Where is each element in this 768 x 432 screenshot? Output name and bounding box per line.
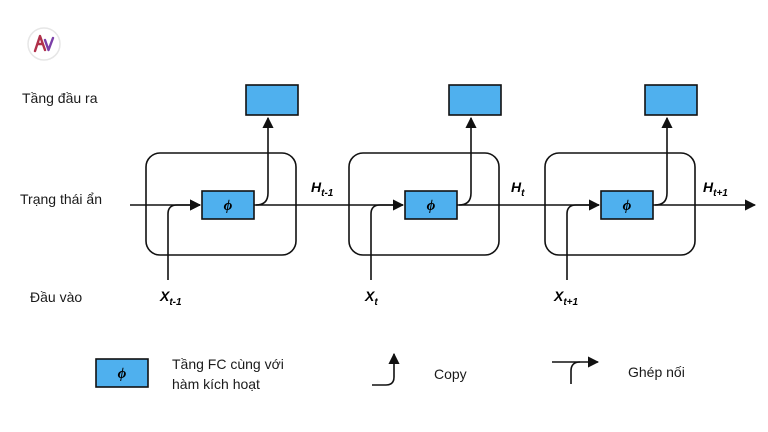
legend-copy-icon: [372, 352, 400, 386]
input-label-x1: Xt-1: [159, 288, 182, 308]
input-label: Đầu vào: [30, 289, 83, 305]
copy-arrow: [255, 116, 274, 206]
input-label-x2: Xt: [364, 288, 378, 308]
rnn-cell-frame: [145, 152, 297, 256]
timestep-cell: ϕ: [348, 84, 502, 280]
legend-fc-text: Tầng FC cùng với hàm kích hoạt: [172, 354, 284, 394]
legend-concat-text: Ghép nối: [628, 364, 685, 380]
hidden-state-label-h1: Ht-1: [311, 179, 334, 199]
output-layer-label: Tầng đầu ra: [22, 90, 98, 106]
phi-label: ϕ: [224, 198, 233, 214]
copy-arrow: [458, 116, 477, 206]
brand-logo-icon: [27, 27, 61, 61]
input-arrow: [370, 199, 405, 280]
legend: ϕ: [95, 352, 600, 388]
legend-fc-line1: Tầng FC cùng với: [172, 356, 284, 372]
input-arrow: [167, 199, 202, 280]
rnn-cell-frame: [348, 152, 500, 256]
timestep-cell: ϕ: [544, 84, 698, 280]
input-arrow: [566, 199, 601, 280]
phi-label: ϕ: [623, 198, 632, 214]
output-box: [644, 84, 698, 116]
legend-concat-icon: [570, 356, 600, 384]
output-box: [245, 84, 299, 116]
rnn-cell-frame: [544, 152, 696, 256]
hidden-state-label: Trạng thái ẩn: [20, 191, 102, 207]
hidden-state-label-h3: Ht+1: [703, 179, 728, 199]
timestep-cell: ϕ: [145, 84, 299, 280]
legend-fc-box: [95, 358, 149, 388]
legend-fc-line2: hàm kích hoạt: [172, 376, 260, 392]
phi-label: ϕ: [427, 198, 436, 214]
hidden-state-label-h2: Ht: [511, 179, 525, 199]
copy-arrow: [654, 116, 673, 206]
input-label-x3: Xt+1: [553, 288, 579, 308]
legend-copy-text: Copy: [434, 366, 467, 382]
legend-phi-label: ϕ: [118, 366, 127, 382]
output-box: [448, 84, 502, 116]
